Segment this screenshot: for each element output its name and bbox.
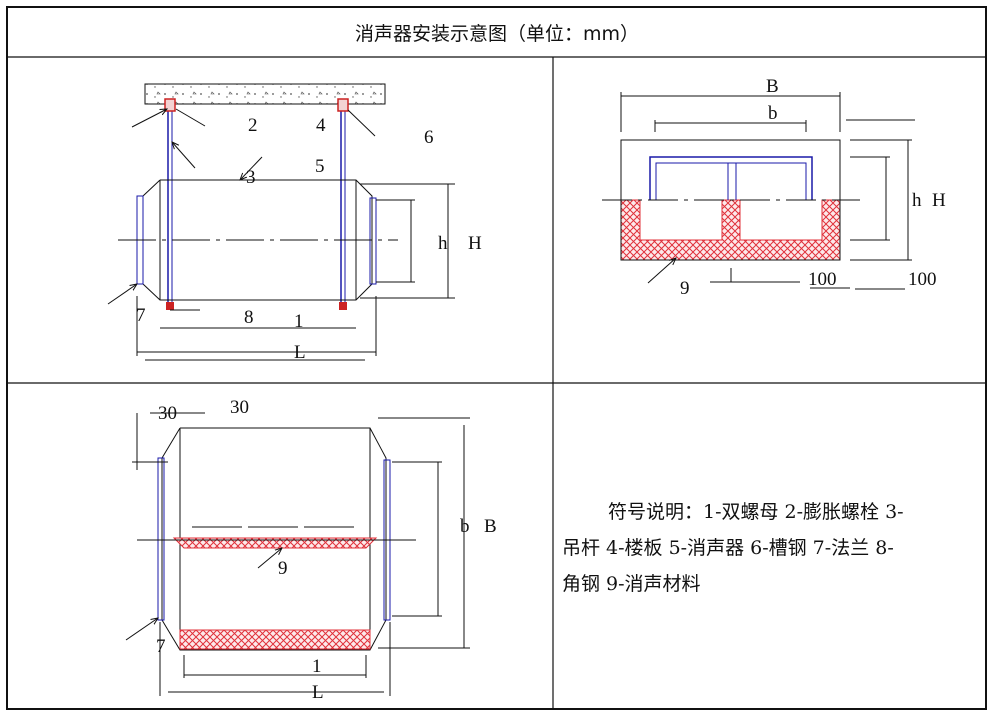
section-view-drawing: [602, 92, 915, 290]
dim-1: 1: [312, 656, 322, 677]
label-8: 8: [244, 307, 254, 328]
dim-100-a: 100: [808, 269, 837, 290]
label-5: 5: [315, 156, 325, 177]
label-4: 4: [316, 115, 326, 136]
symbol-legend: 符号说明：1-双螺母 2-膨胀螺栓 3- 吊杆 4-楼板 5-消声器 6-槽钢 …: [562, 494, 982, 602]
dim-b: b: [460, 516, 470, 537]
label-7: 7: [156, 636, 166, 657]
label-2: 2: [248, 115, 258, 136]
dim-L: L: [312, 682, 324, 703]
dim-h: h: [438, 233, 448, 254]
label-3: 3: [246, 167, 256, 188]
dim-B: B: [766, 76, 779, 97]
plan-view-drawing: [125, 412, 470, 696]
dim-L: L: [294, 342, 306, 363]
label-6: 6: [424, 127, 434, 148]
side-view-drawing: [107, 83, 455, 361]
dim-1: 1: [294, 311, 304, 332]
side-view-labels: 2 4 6 5 3 7 8 1 h H L: [136, 115, 482, 363]
dim-b: b: [768, 103, 778, 124]
label-7: 7: [136, 305, 146, 326]
section-view-labels: B b h H 9 100 100: [680, 76, 946, 299]
dim-B: B: [484, 516, 497, 537]
floor-slab: [144, 83, 386, 105]
legend-line-3: 角钢 9-消声材料: [562, 573, 701, 595]
label-9: 9: [278, 558, 288, 579]
table-grid: [6, 6, 987, 710]
plan-view-labels: 30 30 b B 9 7 1 L: [156, 397, 497, 703]
dim-30-a: 30: [158, 403, 177, 424]
page-title: 消声器安装示意图（单位：mm）: [354, 22, 640, 45]
dim-H: H: [468, 233, 482, 254]
dim-H: H: [932, 190, 946, 211]
legend-line-1: 符号说明：1-双螺母 2-膨胀螺栓 3-: [608, 501, 904, 523]
dim-30-b: 30: [230, 397, 249, 418]
dim-h: h: [912, 190, 922, 211]
label-9: 9: [680, 278, 690, 299]
dim-100-b: 100: [908, 269, 937, 290]
legend-line-2: 吊杆 4-楼板 5-消声器 6-槽钢 7-法兰 8-: [562, 537, 894, 559]
